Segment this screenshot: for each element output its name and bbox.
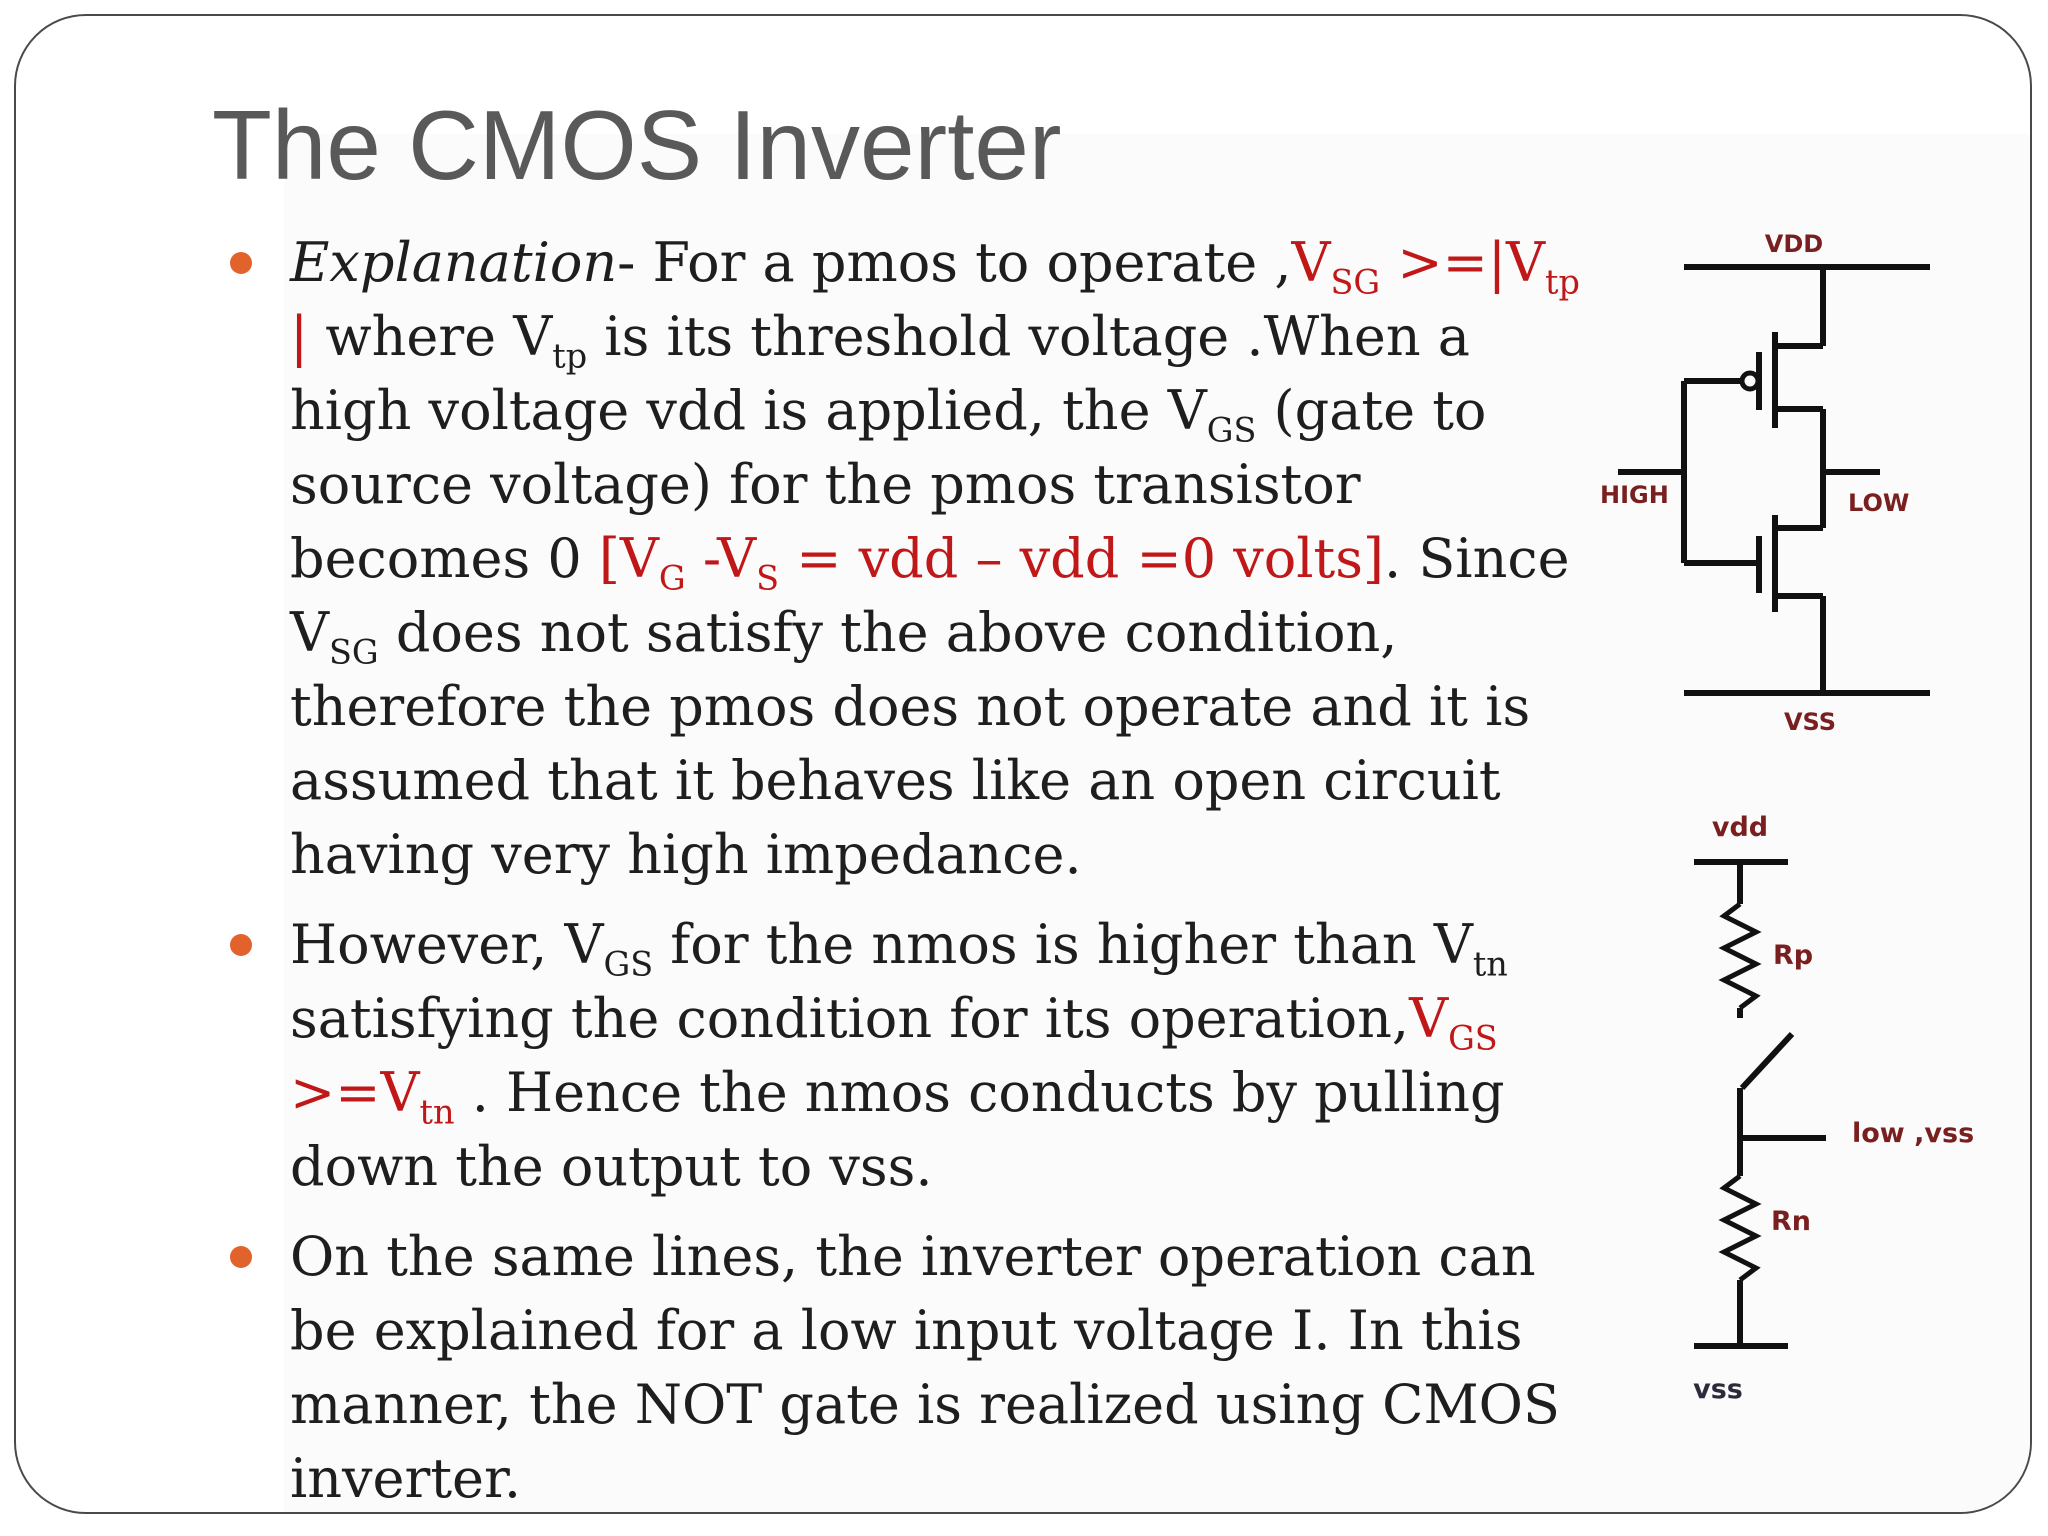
subscript-gs: GS [1206,410,1257,450]
bullet-dot-icon [230,252,252,274]
bullet-text: . Since V [290,527,1570,664]
bullet-text: does not satisfy the above condition, th… [290,601,1531,886]
output-low-vss-label: low ,vss [1852,1118,1974,1149]
explanation-label: Explanation [290,231,618,294]
bullet-dot-icon [230,934,252,956]
bullet-dot-icon [230,1246,252,1268]
vss-label: VSS [1784,708,1836,736]
bullet-text: However, V [290,913,604,976]
bullet-item-low-input: On the same lines, the inverter operatio… [218,1220,1588,1516]
bullet-text: is its threshold voltage .When a high vo… [290,305,1470,442]
output-low-label: LOW [1848,489,1909,517]
bullet-text: satisfying the condition for its operati… [290,987,1410,1050]
vdd-label: VDD [1765,230,1823,258]
bullet-text: (gate to source voltage) for the pmos tr… [290,379,1487,590]
switch-model-schematic [1694,859,1826,1349]
subscript-gs: GS [603,944,654,984]
subscript-tp: tp [552,336,588,376]
bullet-text: for the nmos is higher than V [653,913,1473,976]
subscript-sg: SG [329,632,379,672]
rp-resistor [1718,902,1762,1010]
open-switch [1739,1031,1795,1091]
bullet-text: where V [325,305,553,368]
bullet-list: Explanation- For a pmos to operate ,VSG … [218,226,1588,1516]
input-high-label: HIGH [1600,481,1669,509]
rp-label: Rp [1773,940,1813,971]
slide-title: The CMOS Inverter [212,90,1062,200]
vgs-condition: VGS >=Vtn [290,987,1498,1132]
bullet-item-pmos: Explanation- For a pmos to operate ,VSG … [218,226,1588,892]
bullet-text: On the same lines, the inverter operatio… [290,1225,1560,1510]
vg-vs-equation: [VG -VS = vdd – vdd =0 volts] [598,527,1384,598]
cmos-inverter-schematic [1618,264,1930,696]
vss-label: vss [1693,1374,1743,1405]
subscript-tn: tn [1472,944,1508,984]
bullet-text: . Hence the nmos conducts by pulling dow… [290,1061,1505,1198]
rn-resistor [1718,1174,1762,1282]
rn-label: Rn [1771,1206,1811,1237]
vdd-label: vdd [1712,812,1768,843]
vsg-condition: VSG >=|Vtp | [290,231,1580,368]
pmos-gate-bubble [1739,370,1761,392]
bullet-text: - For a pmos to operate , [617,231,1292,294]
bullet-item-nmos: However, VGS for the nmos is higher than… [218,908,1588,1204]
